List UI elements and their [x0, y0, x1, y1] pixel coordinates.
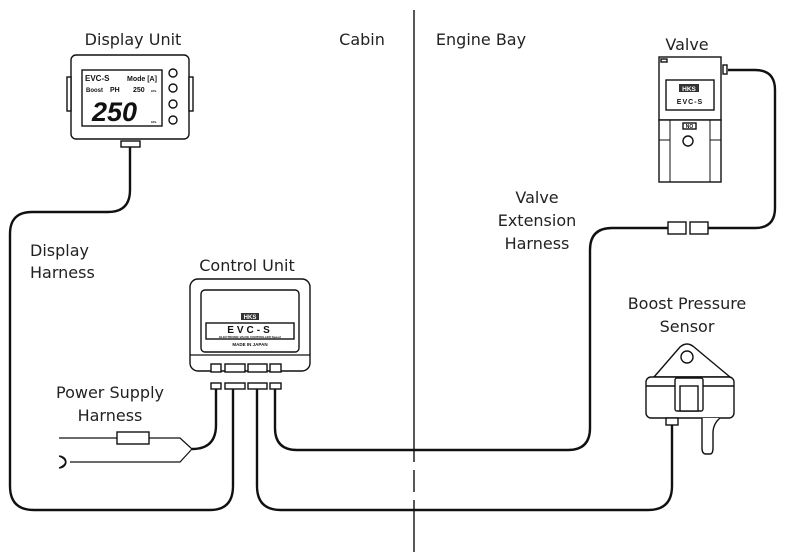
connector-sensor [247, 382, 268, 390]
cabin-label: Cabin [339, 30, 385, 49]
label-line: Harness [505, 234, 570, 253]
screen-ph-value: 250 [133, 87, 145, 94]
display-connector [120, 140, 141, 148]
control-unit: HKS EVC-S ELECTRONIC VALVE CONTROLLER Sp… [189, 278, 311, 390]
extension-connector-a [667, 221, 687, 235]
label-line: Harness [30, 263, 95, 282]
screen-brand: EVC-S [85, 74, 110, 83]
label-line: Sensor [660, 317, 715, 336]
boost-pressure-sensor-label: Boost Pressure Sensor [628, 294, 747, 336]
valve-port-label: NO [686, 124, 694, 130]
valve-extension-harness-label: Valve Extension Harness [498, 188, 577, 253]
display-unit: EVC-S Mode [A] Boost PH 250 kPa 250 kPa [66, 54, 194, 148]
engine-bay-label: Engine Bay [436, 30, 526, 49]
valve-hks-logo [679, 84, 699, 92]
display-button[interactable] [168, 99, 178, 109]
label-line: Valve [515, 188, 558, 207]
fuse-icon [116, 431, 150, 445]
display-button[interactable] [168, 115, 178, 125]
control-unit-model: EVC-S [227, 325, 273, 336]
hks-logo-text: HKS [244, 315, 257, 321]
valve-brand: HKS [682, 86, 696, 93]
display-button[interactable] [168, 68, 178, 78]
valve: HKS EVC-S NO [658, 56, 728, 183]
label-line: Extension [498, 211, 577, 230]
power-supply-harness-label: Power Supply Harness [56, 383, 164, 425]
extension-connector-b [689, 221, 709, 235]
made-in-label: MADE IN JAPAN [232, 342, 267, 347]
control-unit-subtitle: ELECTRONIC VALVE CONTROLLER Speed [219, 335, 281, 339]
display-harness-label: Display Harness [30, 241, 95, 282]
screen-boost-label: Boost [86, 88, 103, 94]
label-line: Harness [78, 406, 143, 425]
label-line: Power Supply [56, 383, 164, 402]
screen-mode: Mode [A] [127, 76, 157, 83]
connector-valve [269, 382, 282, 390]
label-line: Boost Pressure [628, 294, 747, 313]
valve-model: EVC-S [677, 99, 703, 106]
power-supply-leads [58, 431, 193, 469]
connector-power [210, 382, 222, 390]
valve-wire [708, 68, 777, 230]
display-harness-wire [8, 147, 235, 512]
connector-display [224, 382, 246, 390]
boost-pressure-sensor [645, 343, 735, 455]
screen-main-value: 250 [91, 97, 137, 127]
screen-unit-main: kPa [151, 120, 157, 124]
power-supply-wire [191, 389, 218, 451]
sensor-wire [255, 389, 674, 512]
display-screen [81, 69, 163, 127]
display-button[interactable] [168, 83, 178, 93]
screen-unit: kPa [151, 89, 157, 93]
valve-label: Valve [665, 35, 708, 54]
label-line: Display [30, 241, 89, 260]
valve-extension-wire [273, 226, 668, 452]
hks-logo [241, 313, 259, 320]
display-unit-label: Display Unit [85, 30, 182, 49]
control-unit-label: Control Unit [199, 256, 295, 275]
screen-ph: PH [110, 87, 120, 94]
